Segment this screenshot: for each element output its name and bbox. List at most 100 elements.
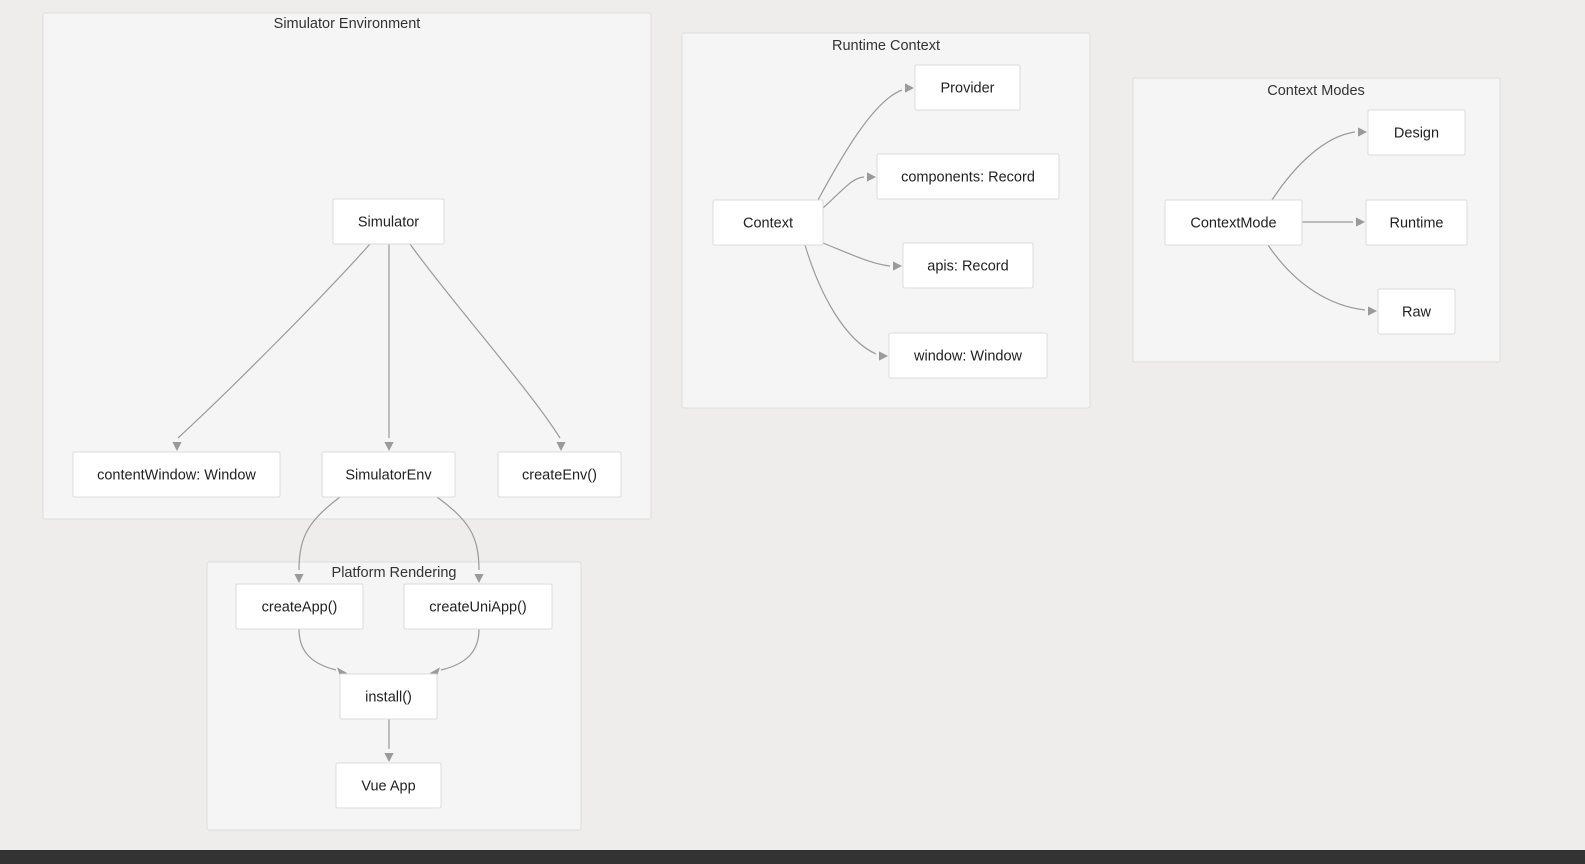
node-box[interactable] <box>876 153 1060 200</box>
edge-simulator-to-simulatorenv <box>384 244 394 451</box>
arrowhead-icon <box>905 83 914 93</box>
node-simulatorenv[interactable]: SimulatorEnv <box>321 451 456 498</box>
edge-context-to-components <box>822 172 876 209</box>
edge-contextmode-to-raw <box>1267 244 1377 316</box>
node-window[interactable]: window: Window <box>888 332 1048 379</box>
cluster-title: Platform Rendering <box>332 565 457 581</box>
arrowhead-icon <box>384 753 394 762</box>
node-box[interactable] <box>712 199 824 246</box>
node-label: Context <box>743 215 793 231</box>
edge-context-to-apis <box>822 242 902 271</box>
edge-simulator-to-createenv <box>409 243 566 451</box>
node-install[interactable]: install() <box>339 673 438 720</box>
node-createapp[interactable]: createApp() <box>235 583 364 630</box>
edge-line <box>440 628 480 671</box>
cluster-title: Runtime Context <box>832 38 940 54</box>
arrowhead-icon <box>556 442 566 451</box>
edge-line <box>1271 131 1356 201</box>
node-label: components: Record <box>901 169 1035 185</box>
arrowhead-icon <box>172 442 182 451</box>
node-apis[interactable]: apis: Record <box>902 242 1034 289</box>
cluster-box <box>42 12 652 520</box>
node-components[interactable]: components: Record <box>876 153 1060 200</box>
edge-line <box>804 244 877 355</box>
node-label: Simulator <box>358 214 419 230</box>
arrowhead-icon <box>474 574 484 583</box>
node-box[interactable] <box>321 451 456 498</box>
node-box[interactable] <box>335 762 442 809</box>
arrowhead-icon <box>294 574 304 583</box>
edge-createuniapp-to-install <box>430 628 480 679</box>
edge-line <box>822 176 865 209</box>
node-label: install() <box>365 689 412 705</box>
edge-simulatorenv-to-createuniapp <box>436 496 484 583</box>
node-label: Provider <box>941 80 995 96</box>
cluster-simulator-environment: Simulator Environment <box>42 12 652 520</box>
edge-line <box>298 496 341 571</box>
arrowhead-icon <box>384 442 394 451</box>
node-box[interactable] <box>332 198 445 245</box>
node-createenv[interactable]: createEnv() <box>497 451 622 498</box>
arrowhead-icon <box>879 351 888 361</box>
node-box[interactable] <box>497 451 622 498</box>
node-box[interactable] <box>1164 199 1303 246</box>
edge-contextmode-to-runtime <box>1302 217 1365 227</box>
arrowhead-icon <box>337 667 347 679</box>
node-label: Design <box>1394 125 1439 141</box>
arrowhead-icon <box>1358 127 1367 137</box>
node-box[interactable] <box>1377 288 1456 335</box>
node-label: ContextMode <box>1190 215 1276 231</box>
node-contextmode[interactable]: ContextMode <box>1164 199 1303 246</box>
node-box[interactable] <box>403 583 553 630</box>
node-label: Runtime <box>1390 215 1444 231</box>
edge-context-to-provider <box>817 83 914 201</box>
node-box[interactable] <box>72 451 281 498</box>
arrowhead-icon <box>430 667 440 679</box>
arrowhead-icon <box>867 172 876 182</box>
node-runtime[interactable]: Runtime <box>1365 199 1468 246</box>
edge-line <box>298 628 337 671</box>
edge-simulatorenv-to-createapp <box>294 496 341 583</box>
node-box[interactable] <box>888 332 1048 379</box>
edge-line <box>822 242 891 267</box>
node-box[interactable] <box>1365 199 1468 246</box>
node-label: Vue App <box>361 778 415 794</box>
node-label: createApp() <box>262 599 338 615</box>
node-simulator[interactable]: Simulator <box>332 198 445 245</box>
node-label: window: Window <box>913 348 1023 364</box>
node-label: Raw <box>1402 304 1432 320</box>
node-label: apis: Record <box>927 258 1008 274</box>
arrowhead-icon <box>1356 217 1365 227</box>
edge-createapp-to-install <box>298 628 347 679</box>
node-vueapp[interactable]: Vue App <box>335 762 442 809</box>
node-box[interactable] <box>902 242 1034 289</box>
node-box[interactable] <box>914 64 1021 111</box>
node-box[interactable] <box>235 583 364 630</box>
edge-line <box>1267 244 1366 311</box>
node-raw[interactable]: Raw <box>1377 288 1456 335</box>
bottom-status-bar <box>0 850 1585 864</box>
node-provider[interactable]: Provider <box>914 64 1021 111</box>
arrowhead-icon <box>1368 306 1377 316</box>
edge-context-to-window <box>804 244 888 361</box>
cluster-title: Context Modes <box>1267 83 1365 99</box>
node-label: contentWindow: Window <box>97 467 256 483</box>
edges-layer <box>172 83 1377 762</box>
edge-contextmode-to-design <box>1271 127 1367 201</box>
cluster-box <box>681 32 1091 409</box>
node-contentwindow[interactable]: contentWindow: Window <box>72 451 281 498</box>
arrowhead-icon <box>893 261 902 271</box>
node-box[interactable] <box>1367 109 1466 156</box>
node-createuniapp[interactable]: createUniApp() <box>403 583 553 630</box>
node-context[interactable]: Context <box>712 199 824 246</box>
edge-simulator-to-contentwindow <box>172 243 371 451</box>
edge-line <box>436 496 480 571</box>
node-box[interactable] <box>339 673 438 720</box>
node-design[interactable]: Design <box>1367 109 1466 156</box>
node-label: createEnv() <box>522 467 597 483</box>
node-label: SimulatorEnv <box>345 467 432 483</box>
cluster-title: Simulator Environment <box>274 16 421 32</box>
